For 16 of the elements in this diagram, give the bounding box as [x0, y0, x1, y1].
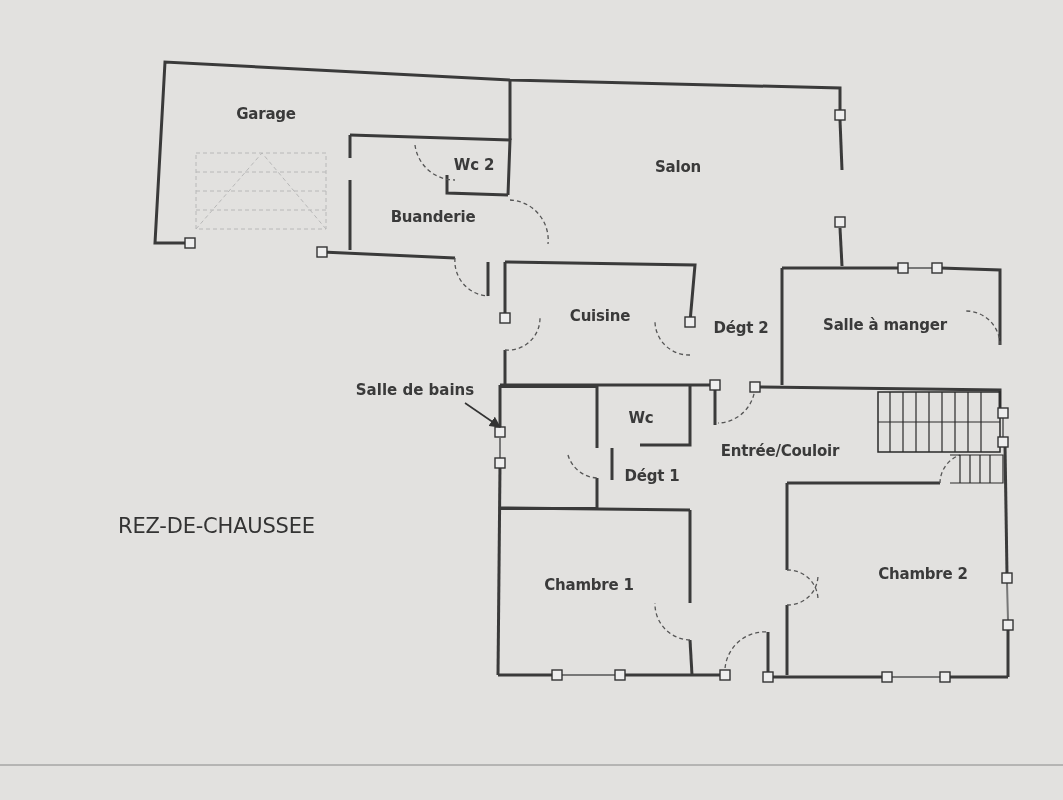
room-label: Wc — [628, 409, 654, 427]
room-label: Buanderie — [390, 208, 476, 226]
room-label: Garage — [236, 105, 296, 123]
leader-arrow — [464, 402, 501, 428]
room-label: Salle de bains — [345, 381, 485, 403]
room-label: Wc 2 — [453, 156, 495, 174]
room-label: Dégt 1 — [624, 467, 680, 485]
room-label: Dégt 2 — [713, 319, 769, 337]
room-label: Cuisine — [569, 307, 631, 325]
room-label: Entrée/Couloir — [720, 442, 840, 460]
room-label: Chambre 1 — [544, 576, 634, 594]
room-label: Chambre 2 — [878, 565, 968, 583]
floor-title: REZ-DE-CHAUSSEE — [118, 514, 315, 538]
bathroom-area — [500, 385, 597, 510]
room-label: Salon — [654, 158, 702, 176]
room-label: Salle à manger — [823, 316, 947, 334]
